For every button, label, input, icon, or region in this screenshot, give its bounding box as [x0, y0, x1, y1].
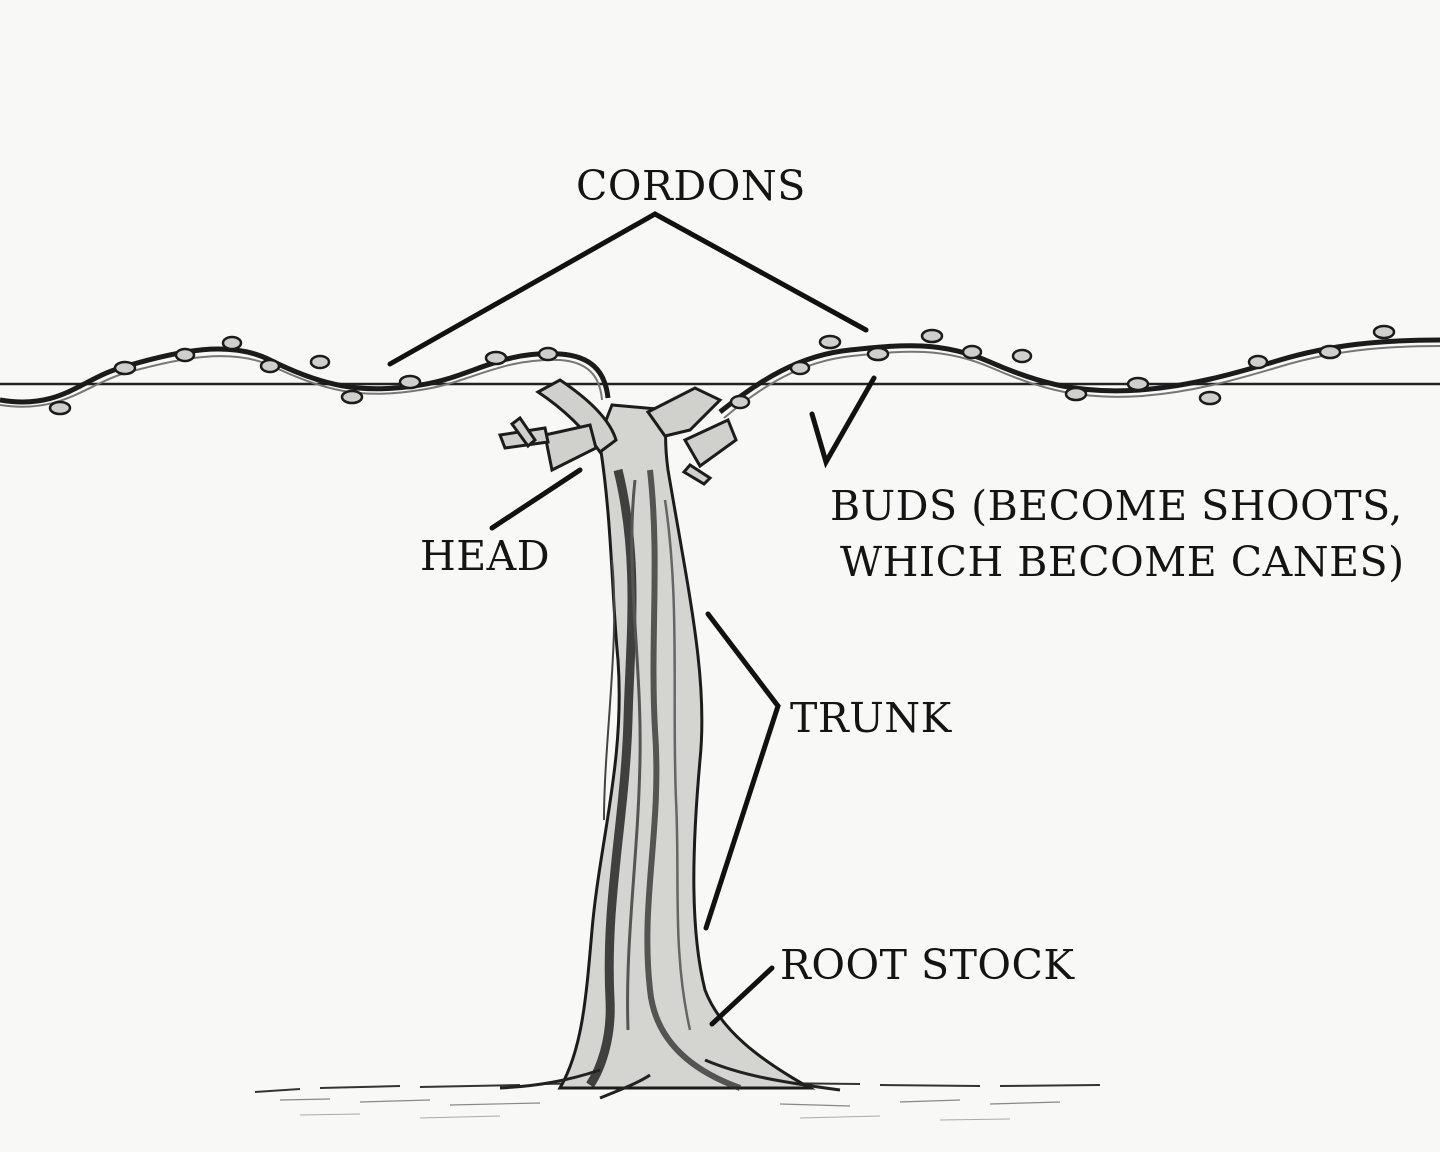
- cordons-pointer: [387, 211, 869, 367]
- leader-lines: [387, 211, 877, 1027]
- vine-buds: [48, 324, 1396, 416]
- vine-head: [497, 378, 738, 486]
- label-head: HEAD: [420, 532, 551, 580]
- label-buds-line2: WHICH BECOME CANES): [840, 538, 1405, 586]
- label-trunk: TRUNK: [790, 694, 952, 742]
- trunk-bracket: [703, 611, 781, 931]
- label-buds: BUDS (BECOME SHOOTS, WHICH BECOME CANES): [830, 478, 1405, 590]
- vine-cordons: [0, 337, 1440, 419]
- buds-pointer: [809, 375, 877, 469]
- label-root-stock: ROOT STOCK: [780, 941, 1075, 989]
- ground: [254, 1082, 1101, 1121]
- head-pointer: [489, 467, 583, 531]
- vine-trunk: [499, 403, 841, 1100]
- rootstock-pointer: [709, 965, 775, 1027]
- label-buds-line1: BUDS (BECOME SHOOTS,: [830, 482, 1403, 530]
- label-cordons: CORDONS: [576, 162, 806, 210]
